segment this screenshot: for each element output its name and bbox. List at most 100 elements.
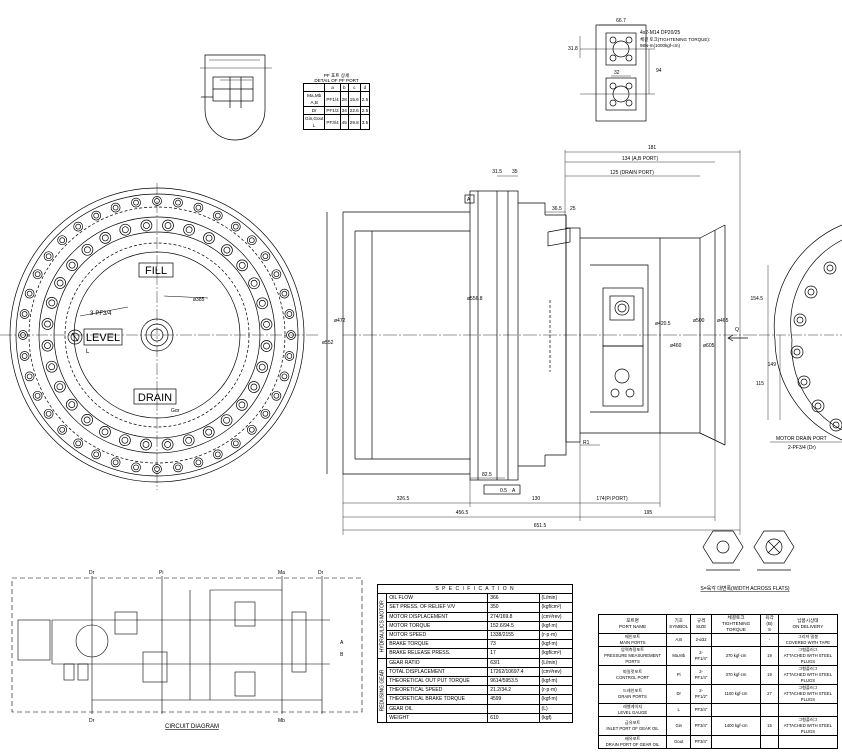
spec-cell: 17: [487, 648, 540, 659]
port-cell: PF3/4": [690, 716, 712, 736]
bolt-hole: [250, 279, 258, 287]
bolt-hole: [279, 288, 290, 299]
port-cell: [760, 735, 779, 749]
pf-cell: PF1/4: [324, 91, 341, 108]
port-cell: 그형플러그 ATTACHED WITH STEEL PLUGS: [777, 716, 839, 736]
pf-table-subtitle: DETAIL OF PF PORT: [314, 78, 359, 84]
front-view: [0, 183, 318, 490]
bolt-hole: [258, 299, 266, 307]
bolt-hole: [284, 309, 295, 319]
bolt-hole: [185, 436, 193, 444]
port-cell: [710, 633, 762, 647]
bolt-hole: [101, 428, 109, 436]
bolt-hole: [24, 288, 35, 299]
bolt-hole: [73, 438, 84, 449]
bolt-hole: [34, 392, 41, 399]
motor-drain-title: MOTOR DRAIN PORT: [776, 436, 827, 442]
bolt-hole: [99, 232, 112, 244]
pf-port-detail: [200, 54, 272, 141]
spec-cell: 73: [487, 639, 540, 650]
port-cell: [710, 735, 762, 749]
dim-35: 35: [512, 169, 518, 175]
port-cell: 2-PF1/2": [690, 684, 712, 704]
bolt-hole: [223, 416, 230, 424]
bolt-hole: [271, 390, 282, 401]
bolt-hole: [59, 237, 66, 244]
bolt-hole: [205, 428, 213, 436]
spec-row: GEAR OIL(L): [378, 703, 574, 714]
bolt-hole: [205, 234, 213, 242]
circuit-label-mb: Mb: [278, 718, 285, 724]
spec-cell: BRAKE RELEASE PRESS.: [386, 648, 489, 659]
bolt-hole: [262, 410, 269, 417]
port-cell: PF3/4": [690, 703, 712, 717]
spec-cell: [487, 703, 540, 714]
port-cell: 급유포트 INLET PORT OF GEAR OIL: [597, 716, 668, 736]
bolt-hole: [262, 253, 269, 260]
bolt-hole: [93, 451, 100, 458]
side-view: [760, 224, 842, 443]
pf-table-title: PF 포트 상세: [323, 73, 350, 78]
spec-cell: TOTAL DISPLACEMENT: [386, 666, 489, 678]
bolt-hole: [248, 277, 260, 290]
port-header-ko: 기호: [674, 618, 683, 623]
port-cell: Ma,Mb: [666, 646, 692, 666]
dim-326-5: 326.5: [397, 496, 410, 502]
dim-651-5: 651.5: [534, 523, 547, 529]
bolt-hole: [175, 199, 181, 206]
bolt-hole: [286, 330, 296, 340]
port-cell: 메인포트 MAIN PORTS: [597, 633, 668, 647]
circuit-label-dr3: Dr: [89, 718, 95, 724]
bolt-hole: [34, 271, 41, 278]
bolt-hole: [142, 441, 150, 448]
bolt-hole: [182, 434, 195, 447]
circuit-label-a: A: [340, 640, 344, 646]
hex-plugs: [702, 530, 795, 571]
bolt-hole: [32, 269, 43, 280]
bolt-hole: [212, 210, 223, 221]
port-cell: Pi: [666, 665, 692, 685]
spec-cell: (kgf): [538, 712, 574, 724]
port-cell: PF3/4": [690, 735, 712, 749]
bolt-hole: [273, 271, 280, 278]
port-cell: 그형플러그 ATTACHED WITH STEEL PLUGS: [777, 684, 839, 704]
dim-556: ø556.8: [467, 296, 483, 302]
spec-cell: 9614/5953.5: [487, 676, 540, 687]
bolt-hole: [121, 226, 129, 234]
dim-456-5: 456.5: [456, 510, 469, 516]
bolt-hole: [54, 380, 66, 393]
bolt-hole: [263, 342, 270, 350]
spec-cell: MOTOR TORQUE: [386, 620, 489, 632]
dim-134: 134 (A,B PORT): [622, 156, 659, 162]
dim-36-5: 36.5: [552, 206, 562, 212]
pf-cell: Gin,Gout L: [302, 114, 326, 131]
pf-header-cell: [302, 83, 326, 93]
dim-552: ø552: [322, 340, 334, 346]
bolt-hole: [91, 449, 102, 460]
spec-cell: WEIGHT: [386, 712, 489, 724]
spec-cell: (r·p·m): [538, 685, 574, 696]
bolt-hole: [140, 219, 153, 232]
flange-note-1: 4x2-M14 DP20/25: [640, 30, 681, 36]
spec-cell: (L/min): [538, 657, 574, 668]
bolt-hole: [43, 408, 54, 419]
motor-drain-text: 2-PF3/4 (Dr): [788, 445, 816, 451]
dim-115: 115: [756, 381, 764, 387]
spec-cell: GEAR OIL: [386, 703, 489, 714]
pf-cell: 29.8: [347, 114, 361, 131]
bolt-hole: [152, 464, 162, 474]
l-mark: L: [86, 349, 90, 355]
dim-181: 181: [648, 145, 657, 151]
port-cell: 파일럿포트 CONTROL PORT: [597, 665, 668, 685]
spec-cell: MOTOR SPEED: [386, 630, 489, 641]
pf-cell: 2.5: [359, 106, 371, 116]
port-cell: 1400 kgf-cm: [710, 716, 762, 736]
